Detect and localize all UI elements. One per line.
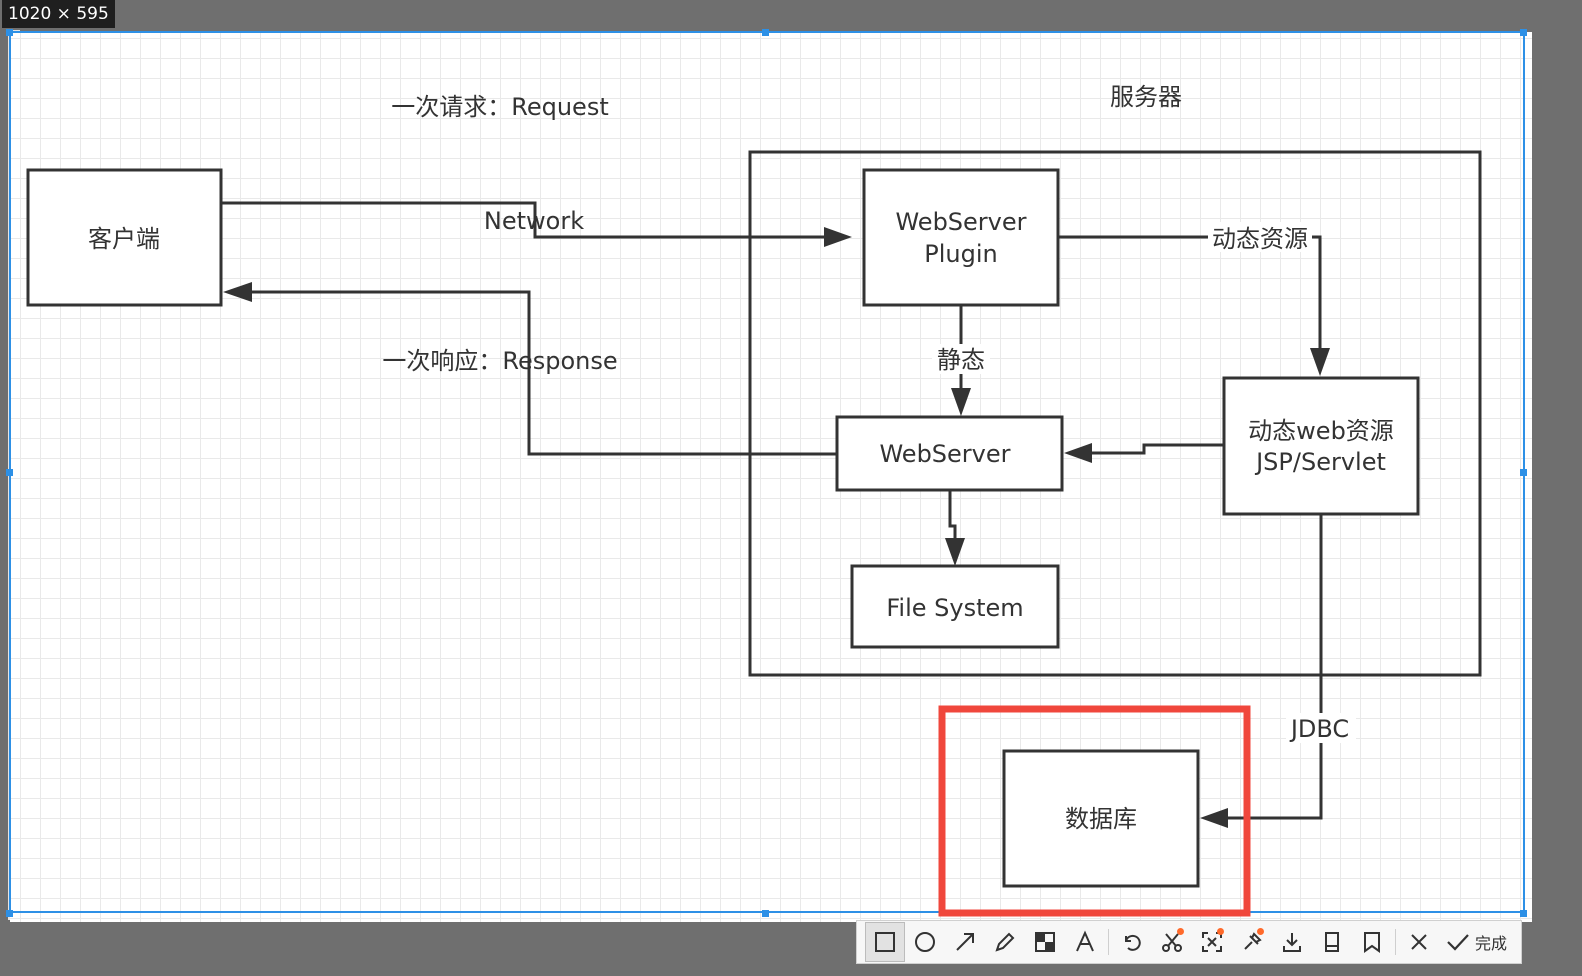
dynamic-resource-arrowhead xyxy=(1310,348,1330,376)
mosaic-icon[interactable] xyxy=(1025,922,1065,962)
done-label: 完成 xyxy=(1475,934,1508,953)
text-icon[interactable] xyxy=(1065,922,1105,962)
response-label: 一次响应：Response xyxy=(382,347,617,375)
dynamic-resource-label: 动态资源 xyxy=(1212,225,1308,253)
dynamic-resource-line xyxy=(1058,235,1322,350)
client-label: 客户端 xyxy=(88,225,160,253)
filesystem-box xyxy=(850,564,1060,649)
response-arrowhead xyxy=(223,282,252,302)
jdbc-line xyxy=(1226,514,1323,820)
static-arrowhead xyxy=(951,388,971,416)
webserver-label: WebServer xyxy=(879,440,1010,468)
database-label: 数据库 xyxy=(1065,805,1137,833)
selection-size-badge: 1020 × 595 xyxy=(2,0,115,28)
download-icon[interactable] xyxy=(1272,922,1312,962)
resize-handle-bm[interactable] xyxy=(762,910,769,917)
dynamic-resource-label-bg xyxy=(1208,222,1312,252)
pin-icon[interactable] xyxy=(1232,922,1272,962)
webserver-plugin-line2: Plugin xyxy=(924,240,997,268)
network-request-arrowhead xyxy=(824,227,852,247)
network-label: Network xyxy=(484,207,584,235)
jdbc-label: JDBC xyxy=(1289,715,1349,743)
dynamic-to-webserver-arrowhead xyxy=(1064,443,1092,463)
dynamic-to-webserver-line xyxy=(1088,443,1224,455)
arrow-icon[interactable] xyxy=(945,922,985,962)
resize-handle-tl[interactable] xyxy=(6,29,13,36)
bookmark-icon[interactable] xyxy=(1352,922,1392,962)
scissors-icon[interactable] xyxy=(1152,922,1192,962)
ellipse-icon[interactable] xyxy=(905,922,945,962)
network-request-line xyxy=(221,201,830,239)
webserver-plugin-box xyxy=(862,168,1060,307)
toolbar-separator xyxy=(1395,929,1396,955)
static-label-bg xyxy=(932,344,990,374)
static-label: 静态 xyxy=(937,346,985,374)
dynamic-web-line1: 动态web资源 xyxy=(1248,417,1394,445)
done-button[interactable]: 完成 xyxy=(1445,930,1507,954)
request-label: 一次请求：Request xyxy=(391,93,609,121)
client-box xyxy=(26,168,223,307)
resize-handle-ml[interactable] xyxy=(6,469,13,476)
dynamic-web-line2: JSP/Servlet xyxy=(1254,448,1386,476)
jdbc-arrowhead xyxy=(1200,808,1228,828)
resize-handle-bl[interactable] xyxy=(6,910,13,917)
response-line xyxy=(246,290,837,456)
webserver-plugin-line1: WebServer xyxy=(895,208,1026,236)
resize-handle-br[interactable] xyxy=(1520,910,1527,917)
webserver-box xyxy=(835,415,1064,492)
resize-handle-tm[interactable] xyxy=(762,29,769,36)
rectangle-icon[interactable] xyxy=(865,922,905,962)
toolbar-separator xyxy=(1108,929,1109,955)
dynamic-web-resource-box xyxy=(1222,376,1420,516)
database-highlight-annotation[interactable] xyxy=(938,705,1251,917)
resize-handle-mr[interactable] xyxy=(1520,469,1527,476)
resize-handle-tr[interactable] xyxy=(1520,29,1527,36)
webserver-to-filesystem-line xyxy=(948,490,957,545)
screenshot-toolbar: 完成 xyxy=(856,920,1522,964)
filesystem-label: File System xyxy=(886,594,1023,622)
undo-icon[interactable] xyxy=(1112,922,1152,962)
capture-icon[interactable] xyxy=(1192,922,1232,962)
save-icon[interactable] xyxy=(1312,922,1352,962)
close-icon[interactable] xyxy=(1399,922,1439,962)
pencil-icon[interactable] xyxy=(985,922,1025,962)
webserver-to-filesystem-arrowhead xyxy=(945,538,965,566)
server-container xyxy=(748,150,1482,677)
server-title: 服务器 xyxy=(1110,83,1182,111)
database-box xyxy=(1002,749,1200,888)
check-icon xyxy=(1447,934,1469,951)
jdbc-label-bg xyxy=(1286,713,1356,743)
